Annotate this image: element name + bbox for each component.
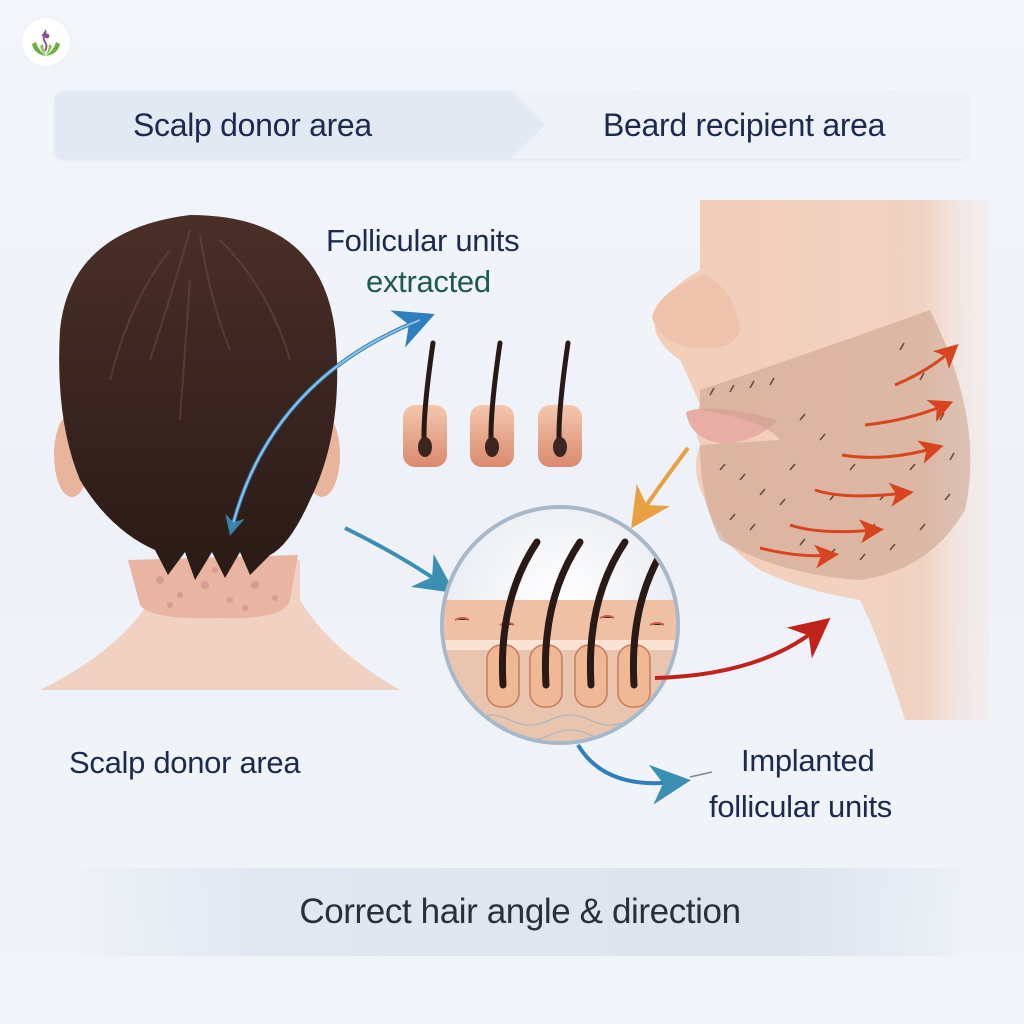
header-left-label: Scalp donor area: [133, 107, 372, 143]
magnified-follicles: [440, 505, 680, 745]
leader-line: [689, 771, 713, 778]
extracted-follicles: [403, 340, 582, 467]
implanted-label-line2: follicular units: [709, 789, 893, 824]
header-right-label: Beard recipient area: [603, 107, 886, 143]
yoga-hands-lotus-icon: [32, 29, 60, 56]
implanted-label-line1: Implanted: [741, 743, 875, 778]
implant-arrow: [654, 617, 831, 680]
to-magnifier-arrow: [344, 526, 456, 594]
extracted-label-line2: extracted: [366, 264, 491, 299]
chevron-right-icon: [55, 91, 545, 159]
recipient-arrow: [631, 446, 690, 529]
extracted-label-line1: Follicular units: [326, 223, 520, 258]
logo: [22, 18, 70, 66]
beard-face-illustration: [652, 200, 990, 720]
footer-caption: Correct hair angle & direction: [299, 892, 741, 931]
footer-banner: Correct hair angle & direction: [80, 868, 960, 956]
implanted-label-arrow: [576, 743, 691, 805]
head-back-illustration: [40, 215, 400, 690]
header-banner: Scalp donor area Beard recipient area: [55, 91, 968, 159]
donor-area-label: Scalp donor area: [69, 745, 301, 780]
hair-direction-arrows: [759, 343, 959, 569]
